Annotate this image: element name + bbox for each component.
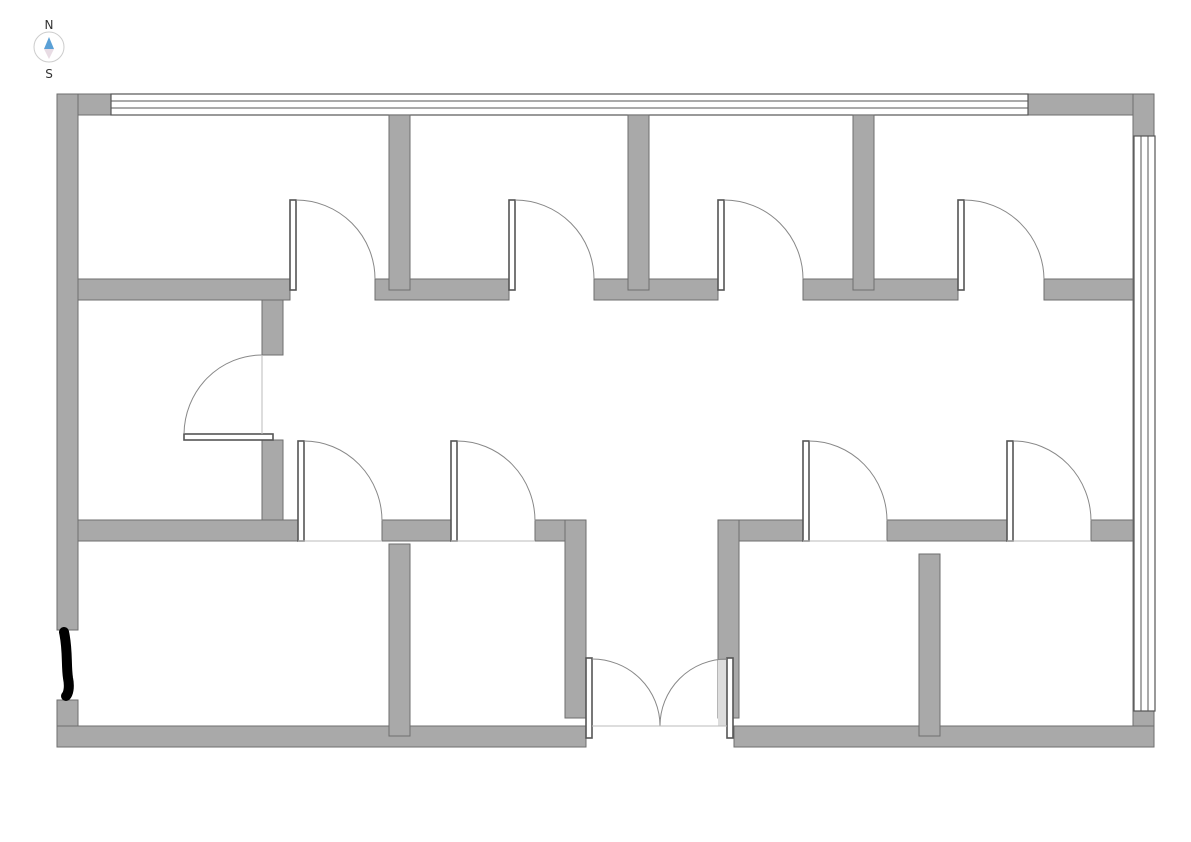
door-room-7[interactable] [802,440,888,542]
east-window [1133,135,1156,712]
compass-south-label: S [45,67,53,81]
doors [183,199,1092,739]
main-entrance-double-door[interactable] [585,657,734,739]
door-room-2[interactable] [508,199,595,291]
door-room-4[interactable] [957,199,1045,291]
windows [110,93,1156,712]
door-room-6[interactable] [450,440,536,542]
compass: N S [33,18,65,81]
compass-north-arrow-icon [44,37,54,49]
north-window [110,93,1029,116]
interior-walls [77,114,1134,737]
compass-south-arrow-icon [44,49,54,59]
compass-north-label: N [45,18,54,32]
hand-drawn-mark [59,627,74,701]
exterior-walls [56,93,1155,748]
door-room-8[interactable] [1006,440,1092,542]
door-room-3[interactable] [717,199,804,291]
door-west-room[interactable] [183,354,274,441]
door-room-1[interactable] [289,199,376,291]
door-room-5[interactable] [297,440,383,542]
